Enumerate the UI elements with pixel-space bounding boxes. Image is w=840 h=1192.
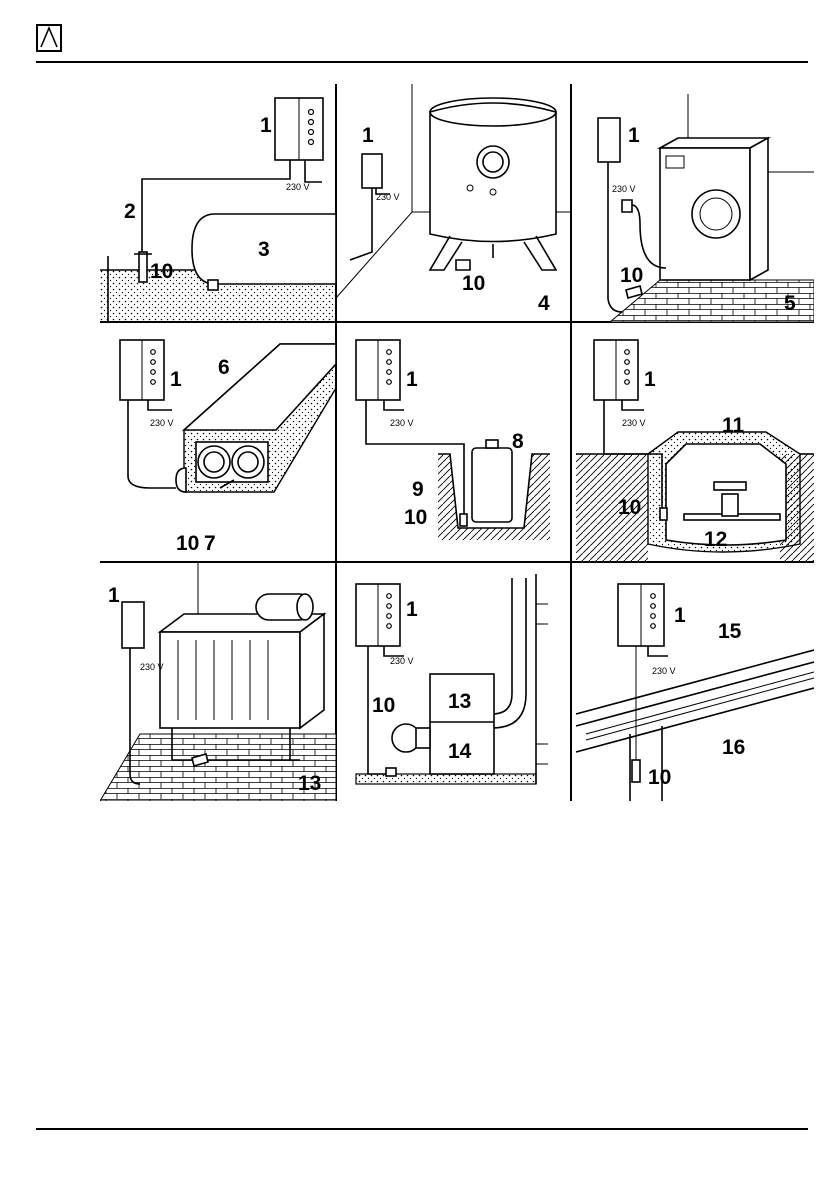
voltage-label: 230 V [140, 662, 164, 672]
callout-13: 13 [298, 772, 321, 795]
callout-12: 12 [704, 528, 727, 551]
callout-10: 10 [620, 264, 643, 287]
callout-11: 11 [722, 414, 745, 437]
callout-4: 4 [538, 292, 550, 315]
alarm-unit-c [598, 118, 620, 162]
callout-1: 1 [260, 114, 272, 137]
brand-logo-icon [36, 24, 62, 52]
panel-e-pit-container: 1 8 9 10 230 V [356, 340, 550, 540]
callout-1: 1 [674, 604, 686, 627]
callout-10: 10 [176, 532, 199, 555]
voltage-label: 230 V [622, 418, 646, 428]
callout-8: 8 [512, 430, 524, 453]
callout-16: 16 [722, 736, 745, 759]
alarm-unit-g [122, 602, 144, 648]
panel-c-washing-machine: 1 10 5 230 V [598, 94, 814, 322]
callout-5: 5 [784, 292, 796, 315]
installation-drawings: 1 2 3 10 230 V 1 10 4 230 V [100, 84, 814, 801]
callout-1: 1 [628, 124, 640, 147]
callout-10: 10 [372, 694, 395, 717]
voltage-label: 230 V [390, 656, 414, 666]
voltage-label: 230 V [150, 418, 174, 428]
voltage-label: 230 V [390, 418, 414, 428]
voltage-label: 230 V [612, 184, 636, 194]
callout-7: 7 [204, 532, 216, 555]
panel-b-boiler-tank: 1 10 4 230 V [336, 84, 571, 315]
callout-1: 1 [406, 368, 418, 391]
panel-a-buried-tank: 1 2 3 10 230 V [100, 98, 336, 322]
callout-2: 2 [124, 200, 136, 223]
callout-15: 15 [718, 620, 742, 643]
callout-10: 10 [150, 260, 173, 283]
callout-10: 10 [618, 496, 641, 519]
callout-1: 1 [644, 368, 656, 391]
voltage-label: 230 V [376, 192, 400, 202]
installation-examples-figure: 1 2 3 10 230 V 1 10 4 230 V [100, 84, 814, 801]
callout-1: 1 [362, 124, 374, 147]
voltage-label: 230 V [286, 182, 310, 192]
callout-6: 6 [218, 356, 230, 379]
panel-h-boiler-room: 1 10 13 14 230 V [356, 574, 548, 784]
panel-i-pipe-channel: 1 15 16 10 230 V [576, 584, 814, 801]
panel-g-transformer: 1 13 230 V [100, 562, 336, 801]
panel-f-underground-vault: 1 11 10 12 230 V [576, 340, 814, 562]
callout-3: 3 [258, 238, 270, 261]
callout-1: 1 [170, 368, 182, 391]
callout-1: 1 [406, 598, 418, 621]
callout-9: 9 [412, 478, 424, 501]
callout-10: 10 [462, 272, 485, 295]
callout-14: 14 [448, 740, 472, 763]
alarm-unit-b [362, 154, 382, 188]
callout-1: 1 [108, 584, 120, 607]
header-rule [36, 61, 808, 63]
panel-d-pipe-duct: 1 6 10 7 230 V [120, 340, 336, 555]
callout-13: 13 [448, 690, 471, 713]
callout-10: 10 [648, 766, 671, 789]
voltage-label: 230 V [652, 666, 676, 676]
callout-10: 10 [404, 506, 427, 529]
footer-rule [36, 1128, 808, 1130]
